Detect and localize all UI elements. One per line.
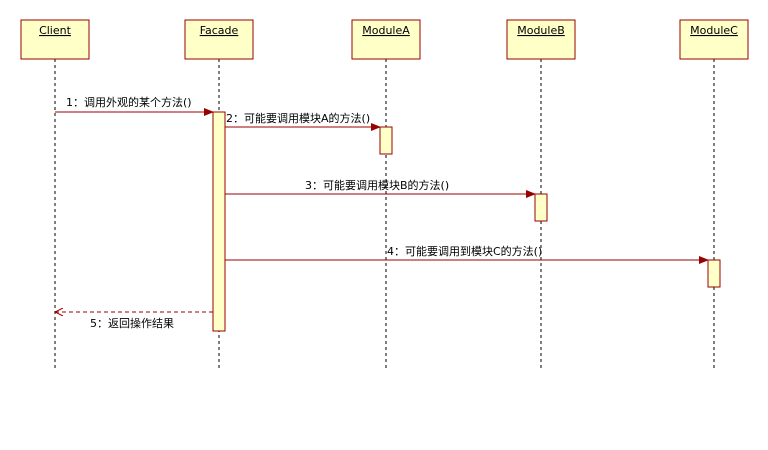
message-label-5: 5：返回操作结果	[90, 316, 174, 330]
participant-moduleC[interactable]: ModuleC	[679, 19, 749, 60]
participant-label-client: Client	[39, 24, 72, 37]
message-label-4: 4：可能要调用到模块C的方法()	[387, 244, 542, 258]
participant-moduleB[interactable]: ModuleB	[506, 19, 576, 60]
participant-moduleA[interactable]: ModuleA	[351, 19, 421, 60]
message-3[interactable]: 3：可能要调用模块B的方法()	[225, 178, 536, 198]
message-label-2: 2：可能要调用模块A的方法()	[226, 111, 370, 125]
message-2[interactable]: 2：可能要调用模块A的方法()	[225, 111, 381, 131]
activation-moduleB	[534, 193, 548, 222]
participant-label-facade: Facade	[200, 24, 239, 37]
participant-box-moduleB	[506, 19, 576, 60]
message-label-1: 1：调用外观的某个方法()	[66, 95, 192, 109]
message-label-3: 3：可能要调用模块B的方法()	[305, 178, 449, 192]
activation-facade	[212, 111, 226, 332]
activation-moduleA	[379, 126, 393, 155]
activation-moduleC	[707, 259, 721, 288]
participant-label-moduleC: ModuleC	[690, 24, 738, 37]
message-1[interactable]: 1：调用外观的某个方法()	[55, 95, 214, 116]
participant-label-moduleA: ModuleA	[362, 24, 410, 37]
message-5[interactable]: 5：返回操作结果	[55, 312, 213, 330]
participant-client[interactable]: Client	[20, 19, 90, 60]
participant-facade[interactable]: Facade	[184, 19, 254, 60]
participant-box-facade	[184, 19, 254, 60]
participant-box-moduleC	[679, 19, 749, 60]
message-4[interactable]: 4：可能要调用到模块C的方法()	[225, 244, 709, 264]
participant-box-moduleA	[351, 19, 421, 60]
participant-label-moduleB: ModuleB	[517, 24, 565, 37]
participant-box-client	[20, 19, 90, 60]
